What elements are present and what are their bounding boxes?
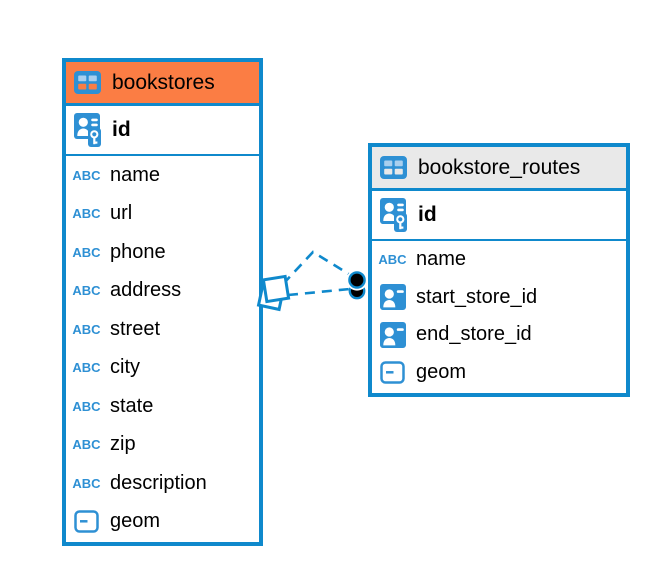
column-label: name <box>416 248 467 271</box>
column-row-street[interactable]: ABC street <box>66 310 259 349</box>
column-label: geom <box>110 510 161 533</box>
column-row-start-store-id[interactable]: start_store_id <box>372 279 626 317</box>
column-label: description <box>110 471 207 494</box>
primary-key-icon <box>72 113 103 147</box>
relationship-diamond-marker[interactable] <box>256 274 291 312</box>
text-type-icon: ABC <box>378 252 407 268</box>
table-header-bookstore-routes[interactable]: bookstore_routes <box>372 147 626 191</box>
relationship-line-lower[interactable] <box>287 287 351 297</box>
reference-type-icon <box>377 284 408 311</box>
column-row-geom[interactable]: geom <box>372 354 626 392</box>
column-label: geom <box>416 360 467 383</box>
column-row-end-store-id[interactable]: end_store_id <box>372 316 626 354</box>
column-label: state <box>110 394 154 417</box>
column-row-id[interactable]: id <box>372 191 626 241</box>
primary-key-label: id <box>418 203 437 226</box>
text-type-icon: ABC <box>72 167 101 183</box>
column-row-name[interactable]: ABC name <box>372 241 626 279</box>
geometry-type-icon <box>377 361 408 384</box>
reference-type-icon <box>377 321 408 348</box>
column-label: address <box>110 279 182 302</box>
text-type-icon: ABC <box>72 244 101 260</box>
column-label: phone <box>110 240 166 263</box>
table-icon <box>378 156 409 179</box>
relationship-dot-markers[interactable] <box>346 269 368 300</box>
relationship-line-upper[interactable] <box>282 250 353 285</box>
column-row-url[interactable]: ABC url <box>66 195 259 234</box>
table-header-bookstores[interactable]: bookstores <box>66 62 259 106</box>
primary-key-label: id <box>112 118 131 141</box>
text-type-icon: ABC <box>72 360 101 376</box>
table-bookstores[interactable]: bookstores id ABC name <box>62 58 263 546</box>
text-type-icon: ABC <box>72 475 101 491</box>
column-row-geom[interactable]: geom <box>66 503 259 542</box>
column-label: zip <box>110 433 136 456</box>
primary-key-icon <box>378 198 409 232</box>
column-row-zip[interactable]: ABC zip <box>66 426 259 465</box>
column-label: end_store_id <box>416 323 532 346</box>
text-type-icon: ABC <box>72 398 101 414</box>
table-icon <box>72 71 103 94</box>
column-label: city <box>110 356 140 379</box>
column-label: street <box>110 317 161 340</box>
column-row-name[interactable]: ABC name <box>66 156 259 195</box>
column-label: start_store_id <box>416 285 538 308</box>
column-row-id[interactable]: id <box>66 106 259 156</box>
text-type-icon: ABC <box>72 283 101 299</box>
column-row-state[interactable]: ABC state <box>66 387 259 426</box>
column-label: url <box>110 202 133 225</box>
geometry-type-icon <box>71 510 102 533</box>
table-name-label: bookstores <box>112 70 215 94</box>
column-row-city[interactable]: ABC city <box>66 349 259 388</box>
text-type-icon: ABC <box>72 321 101 337</box>
text-type-icon: ABC <box>72 206 101 222</box>
text-type-icon: ABC <box>72 437 101 453</box>
table-name-label: bookstore_routes <box>418 155 581 179</box>
column-label: name <box>110 163 161 186</box>
column-row-phone[interactable]: ABC phone <box>66 233 259 272</box>
table-bookstore-routes[interactable]: bookstore_routes id ABC name <box>368 143 630 397</box>
column-row-address[interactable]: ABC address <box>66 272 259 311</box>
column-row-description[interactable]: ABC description <box>66 464 259 503</box>
